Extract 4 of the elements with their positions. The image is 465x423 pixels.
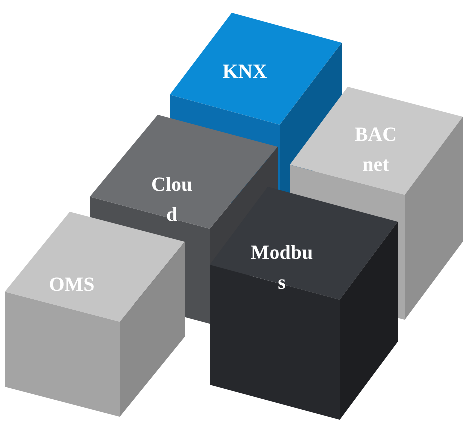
cube-label: Modbus [250,241,314,296]
cube-label: Cloud [150,173,194,228]
cube-label: KNX [222,60,268,85]
cube-label: OMS [48,273,96,298]
